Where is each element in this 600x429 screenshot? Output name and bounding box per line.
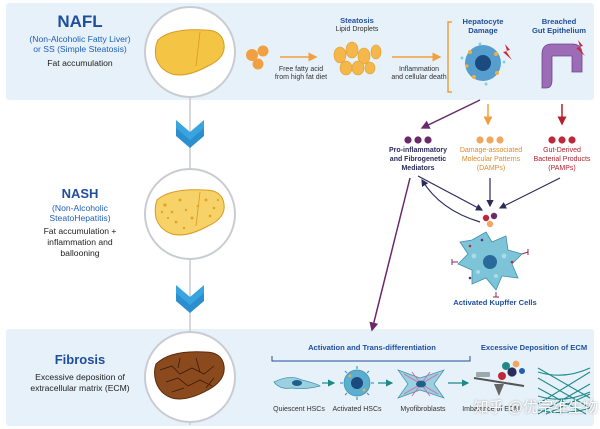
lightning-icon xyxy=(503,44,512,60)
hepatocyte-icon xyxy=(460,42,506,86)
fibrotic-liver-icon xyxy=(144,331,236,423)
nash-title: NASH xyxy=(61,186,99,201)
mediator-to-fibrosis-arrow xyxy=(369,177,411,332)
pro-inflammatory-label-line-2: and Fibrogenetic xyxy=(389,156,447,163)
kupffer-cell-icon xyxy=(457,231,523,291)
fibrosis-description-line-2: extracellular matrix (ECM) xyxy=(30,383,130,393)
nafl-description: Fat accumulation xyxy=(47,58,113,68)
nash-subtitle-line-1: (Non-Alcoholic xyxy=(52,203,108,213)
hsc-icon xyxy=(397,369,445,399)
damp-label-line-3: (DAMPs) xyxy=(476,165,506,172)
kupffer-cells-label: Activated Kupffer Cells xyxy=(453,298,537,307)
chevron-down-icon xyxy=(176,293,204,313)
chevron-down-icon xyxy=(176,128,204,148)
nash-description-line-3: ballooning xyxy=(60,248,100,258)
mediator-arrow xyxy=(420,99,481,129)
pro-inflammatory-dots xyxy=(404,136,432,144)
damp-dots xyxy=(476,136,504,144)
mediator-to-kupffer-arrow xyxy=(417,175,484,211)
lipid-droplet-icon xyxy=(333,41,382,76)
gut-icon xyxy=(541,43,583,89)
hsc-icon xyxy=(340,366,374,400)
pamp-label-line-1: Gut-Derived xyxy=(543,147,581,154)
inflammation-label-line-2: and cellular death xyxy=(391,74,447,81)
ffa-label-line-2: from high fat diet xyxy=(274,74,328,81)
liver-icon xyxy=(144,6,236,98)
pro-inflammatory-label-line-1: Pro-inflammatory xyxy=(389,147,447,154)
lightning-icon xyxy=(576,40,585,56)
ecm-imbalance-label: Imbalance of ECM xyxy=(462,406,520,413)
fatty-liver-icon xyxy=(144,168,236,260)
nafl-title: NAFL xyxy=(57,12,103,31)
hepatocyte-damage-label-line-1: Hepatocyte xyxy=(462,17,504,26)
damp-label-line-1: Damage-associated xyxy=(459,147,523,154)
gut-epithelium-label-line-2: Gut Epithelium xyxy=(532,26,586,35)
chevron-down-icon xyxy=(176,285,204,307)
nafl-subtitle-line-2: or SS (Simple Steatosis) xyxy=(33,44,127,54)
hsc-icon xyxy=(273,377,321,390)
myofibroblast-label: Myofibroblasts xyxy=(400,406,446,413)
pamp-label-line-2: Bacterial Products xyxy=(533,156,591,163)
watermark: 知乎 @优宗维生物 xyxy=(473,399,598,416)
ecm-header: Excessive Deposition of ECM xyxy=(480,343,588,352)
pro-inflammatory-label-line-3: Mediators xyxy=(401,165,435,172)
pamp-label-line-3: (PAMPs) xyxy=(548,165,576,172)
fibrosis-title: Fibrosis xyxy=(54,352,106,367)
inflammation-label-line-1: Inflammation xyxy=(398,66,440,73)
pamp-dots xyxy=(548,136,576,144)
gut-epithelium-label-line-1: Breached xyxy=(541,17,577,26)
hepatocyte-damage-label-line-2: Damage xyxy=(468,26,498,35)
chevron-down-icon xyxy=(176,120,204,142)
kupffer-receptors xyxy=(451,249,529,298)
fibrosis-description-line-1: Excessive deposition of xyxy=(35,372,125,382)
quiescent-hsc-label: Quiescent HSCs xyxy=(273,406,325,413)
activated-hsc-label: Activated HSCs xyxy=(332,406,382,413)
ecm-fiber-icon xyxy=(537,367,591,415)
feedback-arrow xyxy=(421,178,481,223)
nafl-subtitle-line-1: (Non-Alcoholic Fatty Liver) xyxy=(29,34,131,44)
fibrosis-band xyxy=(6,329,594,426)
nash-subtitle-line-2: SteatoHepatitis) xyxy=(49,213,111,223)
nash-description-line-2: inflammation and xyxy=(47,237,113,247)
nash-description-line-1: Fat accumulation + xyxy=(43,226,117,236)
lipid-droplet-icon xyxy=(246,45,269,70)
scale-icon xyxy=(473,360,525,396)
activation-header: Activation and Trans-differentiation xyxy=(308,343,436,352)
signal-dot-cluster xyxy=(482,212,498,228)
pamp-to-kupffer-arrow xyxy=(498,177,561,209)
lipid-droplets-label: Lipid Droplets xyxy=(335,26,379,33)
activation-bracket xyxy=(271,356,471,362)
bracket xyxy=(447,21,452,93)
steatosis-label: Steatosis xyxy=(340,16,374,25)
ffa-label-line-1: Free fatty acid xyxy=(278,66,324,73)
damp-label-line-2: Molecular Patterns xyxy=(461,156,521,163)
